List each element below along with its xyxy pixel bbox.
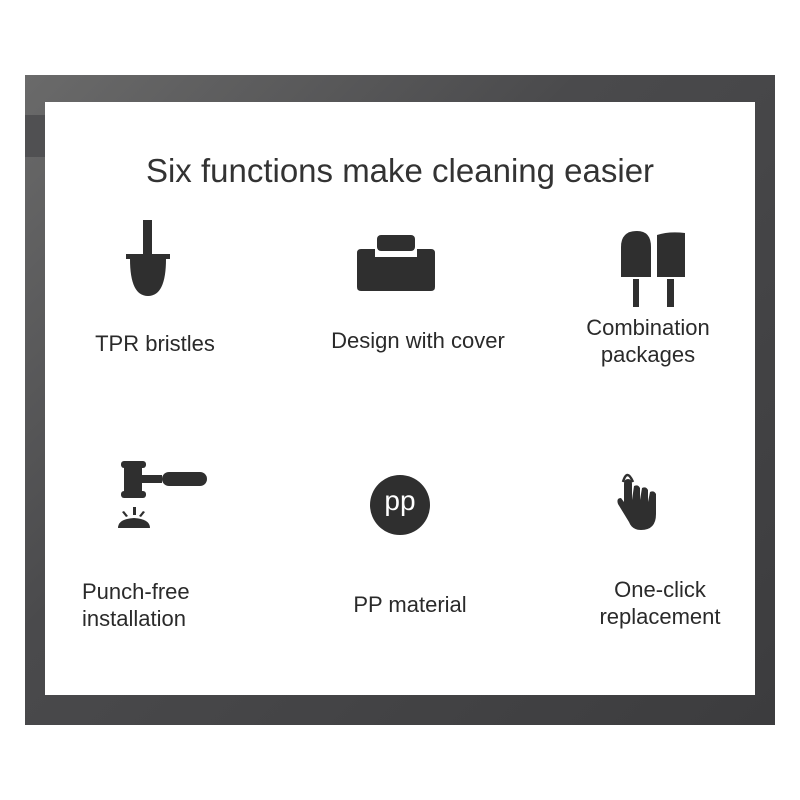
label-line: packages — [600, 342, 696, 367]
feature-label-design-with-cover: Design with cover — [331, 328, 505, 353]
label-line: One-click — [614, 577, 706, 602]
label-line: Combination — [586, 315, 710, 340]
frame-band — [25, 115, 45, 157]
content-panel — [45, 102, 755, 695]
label-line: replacement — [599, 604, 721, 629]
label-line: Punch-free — [82, 579, 190, 604]
hammer-icon — [118, 461, 207, 528]
toilet-brush-icon — [126, 220, 170, 296]
feature-label-pp-material: PP material — [353, 592, 467, 617]
feature-label-tpr-bristles: TPR bristles — [95, 331, 215, 356]
box-cover-icon — [357, 235, 435, 291]
pp-badge-icon: pp — [370, 475, 430, 535]
popsicle-pair-icon — [621, 231, 685, 307]
hand-click-icon — [617, 473, 656, 530]
page-title: Six functions make cleaning easier — [145, 152, 655, 189]
label-line: installation — [82, 606, 186, 631]
